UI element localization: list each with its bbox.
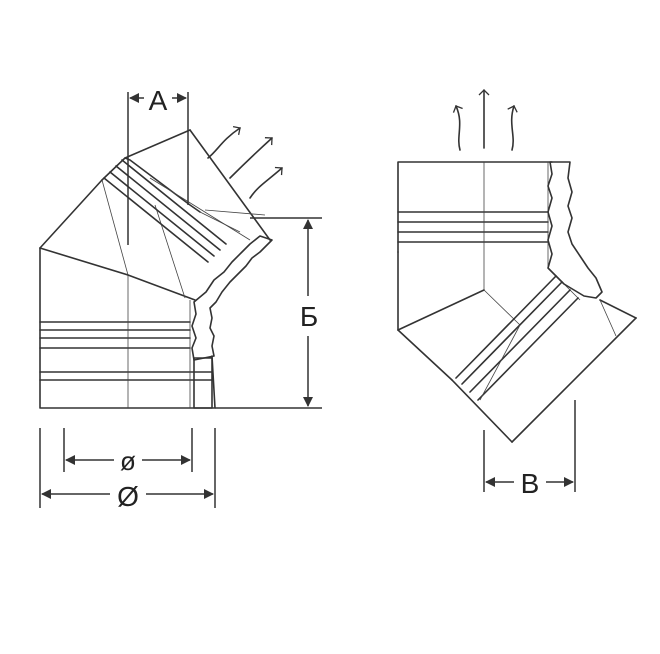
draught-arrow-icon	[249, 166, 283, 199]
dimension-inner-diameter: ø	[63, 428, 193, 476]
left-insulation	[191, 235, 273, 361]
right-insulation	[547, 161, 603, 299]
left-draught-arrows	[207, 125, 283, 199]
left-elbow-middle-segment	[39, 179, 196, 301]
right-elbow-lower-segment	[397, 275, 637, 443]
left-elbow-upper-segment	[101, 129, 271, 263]
dimension-label-b: Б	[300, 301, 318, 332]
dimension-v: В	[483, 400, 576, 499]
right-draught-arrows	[452, 89, 518, 151]
left-elbow-lower-segment	[39, 247, 216, 409]
dimension-outer-diameter: Ø	[39, 428, 216, 512]
left-elbow	[39, 129, 273, 409]
draught-arrow-icon	[452, 105, 463, 151]
dimension-a: А	[127, 84, 189, 245]
draught-arrow-icon	[207, 125, 241, 159]
draught-arrow-icon	[229, 137, 273, 179]
right-elbow-upper-segment	[397, 161, 553, 290]
dimension-label-a: А	[149, 85, 168, 116]
right-elbow	[397, 161, 637, 443]
dimension-label-outer-diameter: Ø	[117, 481, 139, 512]
dimension-b: Б	[215, 217, 324, 409]
dimension-label-v: В	[521, 468, 540, 499]
dimension-label-inner-diameter: ø	[120, 446, 136, 476]
draught-arrow-icon	[507, 105, 518, 151]
